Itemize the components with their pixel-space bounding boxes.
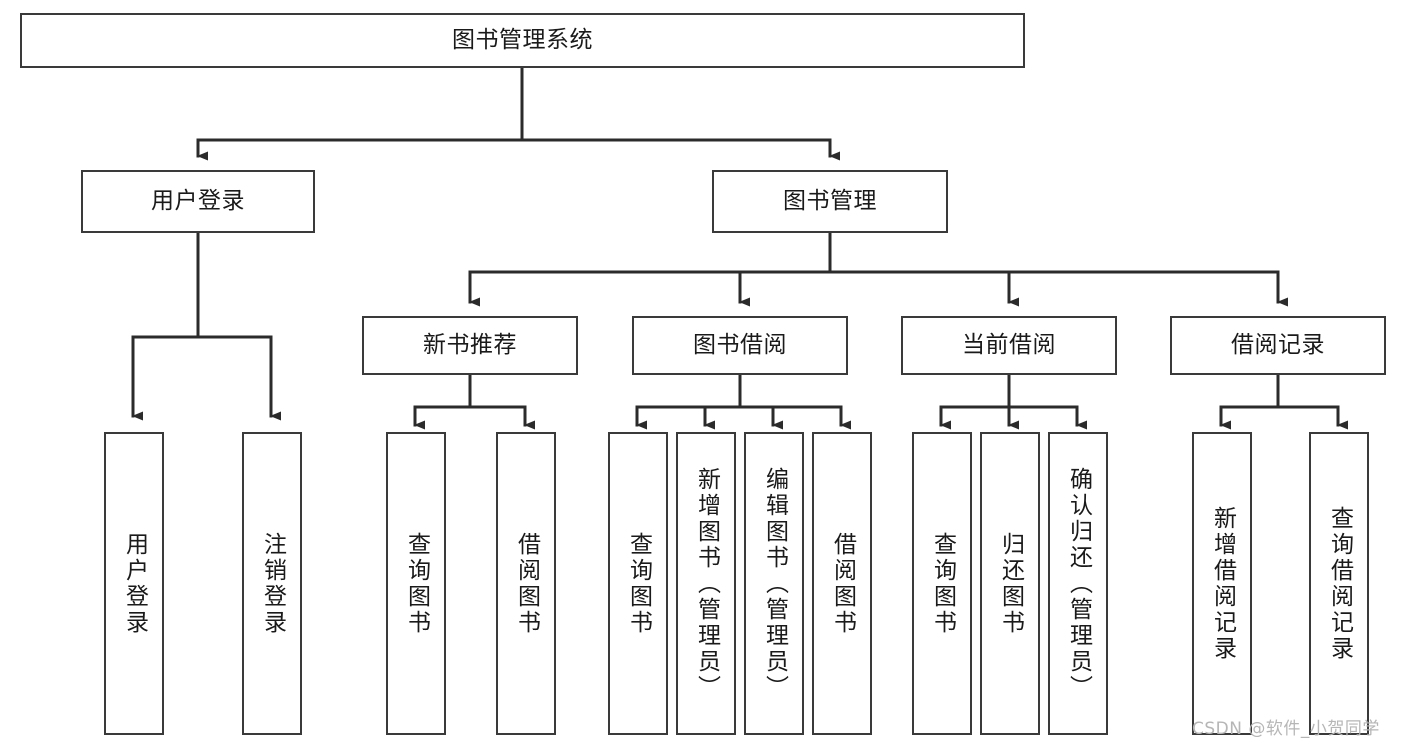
node-new-book-recommend-label: 新书推荐 bbox=[423, 331, 517, 358]
node-leaf-query-record-label: 查询借阅记录 bbox=[1326, 505, 1353, 662]
node-leaf-query-record[interactable]: 查询借阅记录 bbox=[1309, 432, 1369, 735]
node-current-borrow[interactable]: 当前借阅 bbox=[901, 316, 1117, 375]
node-leaf-borrow-book-1[interactable]: 借阅图书 bbox=[496, 432, 556, 735]
node-leaf-logout-login[interactable]: 注销登录 bbox=[242, 432, 302, 735]
node-book-management[interactable]: 图书管理 bbox=[712, 170, 948, 233]
node-book-borrow-label: 图书借阅 bbox=[693, 331, 787, 358]
node-leaf-borrow-book-1-label: 借阅图书 bbox=[513, 531, 540, 636]
node-leaf-return-book[interactable]: 归还图书 bbox=[980, 432, 1040, 735]
node-leaf-query-book-1[interactable]: 查询图书 bbox=[386, 432, 446, 735]
node-leaf-add-book-label: 新增图书（管理员） bbox=[693, 466, 720, 701]
node-leaf-query-book-3[interactable]: 查询图书 bbox=[912, 432, 972, 735]
node-leaf-user-login-label: 用户登录 bbox=[121, 531, 148, 636]
node-leaf-query-book-2-label: 查询图书 bbox=[625, 531, 652, 636]
node-leaf-borrow-book-2-label: 借阅图书 bbox=[829, 531, 856, 636]
node-leaf-return-book-label: 归还图书 bbox=[997, 531, 1024, 636]
node-borrow-record-label: 借阅记录 bbox=[1231, 331, 1325, 358]
node-leaf-add-book[interactable]: 新增图书（管理员） bbox=[676, 432, 736, 735]
node-user-login[interactable]: 用户登录 bbox=[81, 170, 315, 233]
node-leaf-query-book-1-label: 查询图书 bbox=[403, 531, 430, 636]
node-new-book-recommend[interactable]: 新书推荐 bbox=[362, 316, 578, 375]
node-book-management-label: 图书管理 bbox=[783, 187, 877, 214]
node-root-label: 图书管理系统 bbox=[452, 26, 593, 53]
node-leaf-confirm-return[interactable]: 确认归还（管理员） bbox=[1048, 432, 1108, 735]
node-leaf-edit-book[interactable]: 编辑图书（管理员） bbox=[744, 432, 804, 735]
node-leaf-logout-login-label: 注销登录 bbox=[259, 531, 286, 636]
node-user-login-label: 用户登录 bbox=[151, 187, 245, 214]
node-current-borrow-label: 当前借阅 bbox=[962, 331, 1056, 358]
node-book-borrow[interactable]: 图书借阅 bbox=[632, 316, 848, 375]
node-borrow-record[interactable]: 借阅记录 bbox=[1170, 316, 1386, 375]
node-leaf-edit-book-label: 编辑图书（管理员） bbox=[761, 466, 788, 701]
node-leaf-borrow-book-2[interactable]: 借阅图书 bbox=[812, 432, 872, 735]
node-leaf-query-book-2[interactable]: 查询图书 bbox=[608, 432, 668, 735]
node-leaf-add-record-label: 新增借阅记录 bbox=[1209, 505, 1236, 662]
node-leaf-query-book-3-label: 查询图书 bbox=[929, 531, 956, 636]
node-root[interactable]: 图书管理系统 bbox=[20, 13, 1025, 68]
node-leaf-add-record[interactable]: 新增借阅记录 bbox=[1192, 432, 1252, 735]
node-leaf-confirm-return-label: 确认归还（管理员） bbox=[1065, 466, 1092, 701]
node-leaf-user-login[interactable]: 用户登录 bbox=[104, 432, 164, 735]
